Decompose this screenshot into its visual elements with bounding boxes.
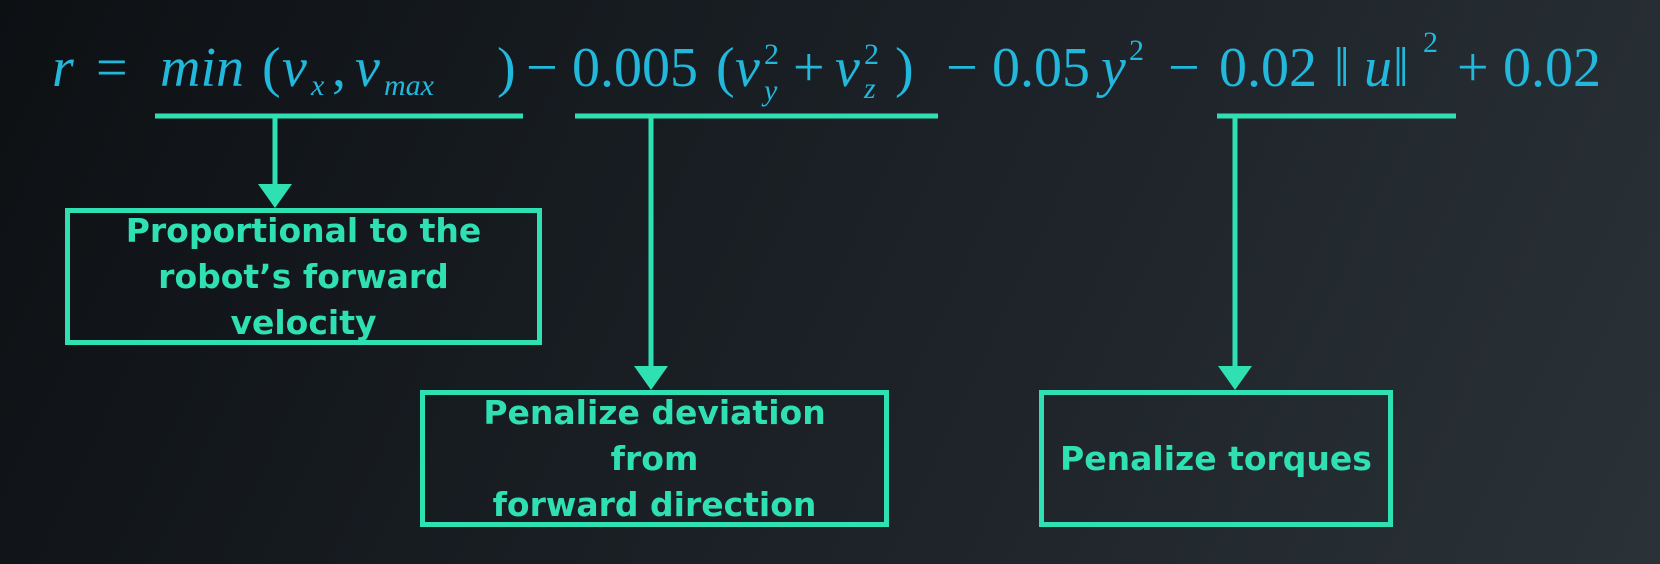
callout-deviation-line1: Penalize deviation from <box>483 392 826 478</box>
eq-norm-open: ‖ <box>1334 37 1350 99</box>
eq-equals: = <box>96 37 128 99</box>
arrow-head-2 <box>634 366 668 390</box>
eq-rparen-2: ) <box>895 37 914 99</box>
eq-min: min <box>160 37 244 99</box>
callout-forward-velocity: Proportional to the robot’s forward velo… <box>65 208 542 345</box>
eq-vz-sup: 2 <box>864 38 879 71</box>
callout-torques: Penalize torques <box>1039 390 1393 527</box>
callout-deviation-line2: forward direction <box>492 484 817 524</box>
eq-coef-1: 0.005 <box>572 37 698 99</box>
callout-forward-velocity-line1: Proportional to the <box>125 210 482 250</box>
eq-y-base: y <box>1096 37 1126 99</box>
eq-u: u <box>1364 37 1392 99</box>
connector-torques <box>1217 113 1456 390</box>
eq-lparen-2: ( <box>716 37 735 99</box>
callout-forward-velocity-line2: robot’s forward velocity <box>158 256 449 342</box>
eq-vz-sub: z <box>863 72 876 105</box>
eq-minus-3: − <box>1168 37 1200 99</box>
eq-minus-1: − <box>526 37 558 99</box>
eq-lparen: ( <box>262 37 281 99</box>
eq-minus-2: − <box>946 37 978 99</box>
connector-forward-velocity <box>155 113 523 208</box>
eq-plus-1: + <box>793 37 825 99</box>
eq-vy-sub: y <box>761 74 778 107</box>
arrow-head-1 <box>258 184 292 208</box>
eq-norm-close: ‖ <box>1393 37 1409 99</box>
eq-vy-base: v <box>735 37 760 99</box>
eq-coef-3: 0.02 <box>1219 37 1317 99</box>
eq-vmax-sub: max <box>384 69 435 102</box>
eq-norm-sup: 2 <box>1423 26 1438 59</box>
arrow-head-3 <box>1218 366 1252 390</box>
eq-constant: 0.02 <box>1503 37 1601 99</box>
eq-coef-2: 0.05 <box>992 37 1090 99</box>
eq-vz-base: v <box>835 37 860 99</box>
callout-torques-line1: Penalize torques <box>1060 438 1372 478</box>
eq-r: r <box>52 37 74 99</box>
eq-vx-base: v <box>282 37 307 99</box>
eq-vy-sup: 2 <box>764 38 779 71</box>
callout-deviation: Penalize deviation from forward directio… <box>420 390 889 527</box>
eq-comma: , <box>332 37 346 99</box>
connector-deviation <box>575 113 938 390</box>
eq-y-sup: 2 <box>1129 34 1144 67</box>
eq-plus-2: + <box>1457 37 1489 99</box>
reward-equation: r = min ( v x , v max ) − 0.005 ( v 2 y … <box>52 26 1601 107</box>
eq-vx-sub: x <box>310 69 325 102</box>
eq-rparen: ) <box>497 37 516 99</box>
eq-vmax-base: v <box>355 37 380 99</box>
